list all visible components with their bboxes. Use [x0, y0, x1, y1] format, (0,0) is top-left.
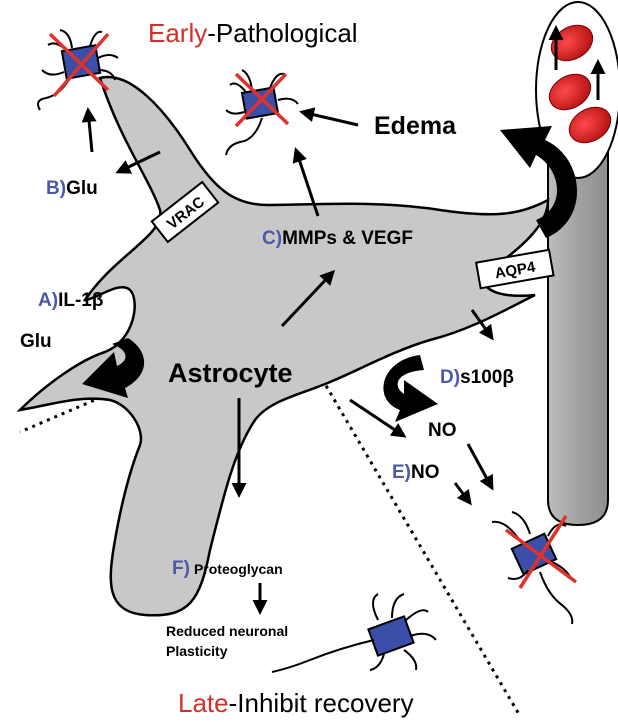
label-f-result-line2: Plasticity: [166, 643, 228, 659]
neuron-bottom-healthy: [272, 594, 436, 672]
label-a-glu: Glu: [20, 331, 52, 352]
arrow-glu-to-neuron: [88, 110, 92, 152]
early-pathological-title: Early-Pathological: [148, 18, 358, 48]
label-d-s100b: D)s100β: [440, 367, 514, 388]
late-inhibit-recovery-title: Late-Inhibit recovery: [178, 688, 414, 718]
label-b-glu: B)Glu: [46, 178, 98, 199]
label-d-no: NO: [428, 420, 457, 441]
astrocyte-label: Astrocyte: [168, 358, 293, 388]
damaged-neuron-top-center: [226, 70, 298, 155]
label-e-no: E)NO: [392, 462, 440, 483]
damaged-neuron-bottom-right: [492, 512, 576, 624]
label-a-il1b: A)IL-1β: [38, 290, 103, 311]
arrow-edema-to-neuron: [302, 112, 358, 125]
arrow-e-no-to-neuron: [455, 483, 470, 503]
arrow-no-to-neuron: [468, 444, 492, 488]
s100b-no-curved-arrow: [383, 355, 438, 422]
label-f-proteoglycan: F)Proteoglycan: [172, 558, 283, 579]
astrocyte-cell: [20, 77, 548, 615]
label-f-result-line1: Reduced neuronal: [166, 623, 288, 639]
early-late-divider: [318, 372, 520, 716]
edema-label: Edema: [374, 112, 457, 140]
label-c-mmps-vegf: C)MMPs & VEGF: [262, 228, 413, 249]
